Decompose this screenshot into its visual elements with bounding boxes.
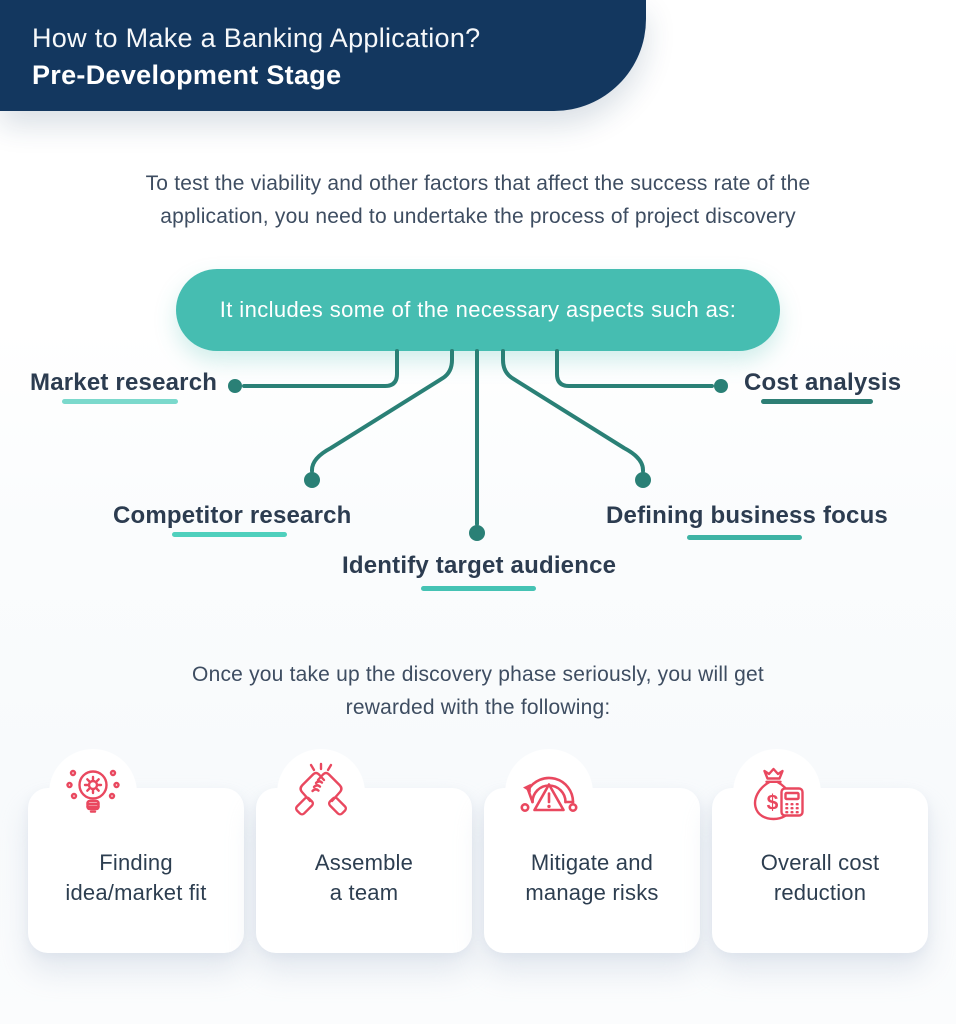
card-label-line-1: Mitigate and bbox=[530, 850, 654, 875]
rewards-line-1: Once you take up the discovery phase ser… bbox=[192, 663, 764, 686]
card-label-line-2: manage risks bbox=[525, 880, 659, 905]
card-label-line-2: a team bbox=[329, 880, 399, 905]
market-research-underline bbox=[62, 399, 178, 404]
reward-card-assemble-a-team: Assemble a team bbox=[256, 749, 472, 953]
card-label-line-2: reduction bbox=[773, 880, 867, 905]
reward-card-overall-cost-reduction: $ Overall cost reduction bbox=[712, 749, 928, 953]
intro-line-1: To test the viability and other factors … bbox=[145, 172, 811, 195]
card-label: Finding idea/market fit bbox=[28, 848, 244, 908]
card-label-line-2: idea/market fit bbox=[65, 880, 207, 905]
identify-target-audience-underline bbox=[421, 586, 536, 591]
competitor-research-underline bbox=[172, 532, 287, 537]
handshake-icon bbox=[294, 762, 348, 816]
card-label-line-1: Finding bbox=[99, 850, 173, 875]
aspect-identify-target-audience: Identify target audience bbox=[342, 552, 617, 579]
aspect-cost-analysis: Cost analysis bbox=[744, 369, 902, 396]
risk-gauge-warning-icon bbox=[520, 776, 578, 812]
card-label-line-1: Assemble bbox=[314, 850, 414, 875]
intro-paragraph: To test the viability and other factors … bbox=[0, 167, 956, 233]
money-bag-calculator-icon: $ bbox=[753, 767, 804, 821]
rewards-paragraph: Once you take up the discovery phase ser… bbox=[0, 658, 956, 724]
card-label: Assemble a team bbox=[256, 848, 472, 908]
card-label-line-1: Overall cost bbox=[760, 850, 880, 875]
card-label: Mitigate and manage risks bbox=[484, 848, 700, 908]
aspects-pill-label: It includes some of the necessary aspect… bbox=[219, 297, 737, 322]
reward-card-mitigate-manage-risks: Mitigate and manage risks bbox=[484, 749, 700, 953]
aspect-defining-business-focus: Defining business focus bbox=[606, 502, 888, 529]
card-icon-bump bbox=[733, 749, 821, 837]
rewards-line-2: rewarded with the following: bbox=[345, 696, 611, 719]
cost-analysis-underline bbox=[761, 399, 873, 404]
idea-bulb-gear-icon bbox=[66, 769, 120, 813]
aspects-pill: It includes some of the necessary aspect… bbox=[176, 269, 780, 351]
header-title: How to Make a Banking Application? bbox=[32, 23, 481, 53]
defining-business-focus-underline bbox=[687, 535, 802, 540]
aspect-market-research: Market research bbox=[30, 369, 218, 396]
header-subtitle: Pre-Development Stage bbox=[32, 60, 342, 90]
dollar-glyph: $ bbox=[767, 792, 779, 815]
header-banner: How to Make a Banking Application? Pre-D… bbox=[0, 0, 646, 111]
card-label: Overall cost reduction bbox=[712, 848, 928, 908]
reward-card-finding-idea-market-fit: Finding idea/market fit bbox=[28, 749, 244, 953]
intro-line-2: application, you need to undertake the p… bbox=[160, 205, 796, 228]
aspect-competitor-research: Competitor research bbox=[113, 502, 352, 529]
